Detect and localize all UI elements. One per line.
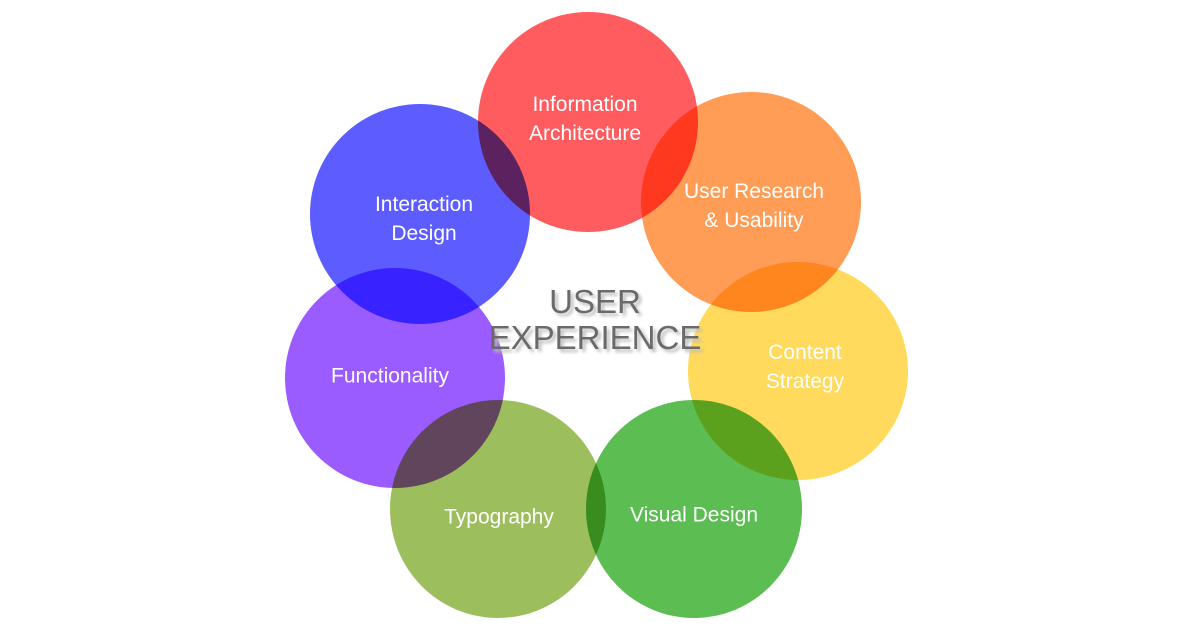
label-line: Architecture bbox=[528, 122, 642, 145]
label-line: & Usability bbox=[704, 209, 804, 232]
label-line: Typography bbox=[444, 505, 554, 529]
label-line: Content bbox=[768, 341, 842, 364]
label-line: Information bbox=[532, 93, 638, 116]
label-line: Functionality bbox=[331, 364, 449, 388]
label-line: Strategy bbox=[765, 370, 845, 393]
label-user-research: User Research & Usability bbox=[684, 177, 824, 235]
label-line: Interaction bbox=[374, 193, 474, 216]
label-typography: Typography bbox=[444, 503, 554, 532]
center-title-line2: EXPERIENCE bbox=[488, 319, 702, 356]
label-functionality: Functionality bbox=[331, 362, 449, 391]
label-line: Visual Design bbox=[629, 503, 759, 527]
circle-visual-design bbox=[586, 400, 802, 618]
center-title-line1: USER bbox=[549, 283, 641, 320]
label-line: User Research bbox=[683, 180, 825, 203]
circle-interaction-design bbox=[310, 104, 530, 324]
label-line: Design bbox=[391, 222, 457, 245]
label-visual-design: Visual Design bbox=[630, 501, 758, 530]
